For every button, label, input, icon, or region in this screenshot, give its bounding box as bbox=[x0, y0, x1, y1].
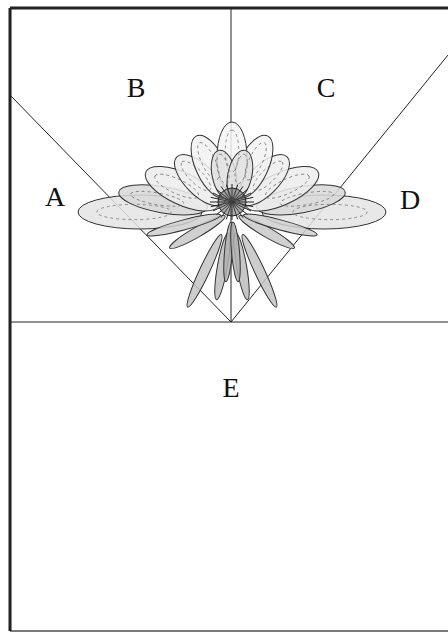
petal-vein bbox=[194, 140, 223, 183]
region-letter: D bbox=[400, 186, 420, 214]
petal-vein bbox=[279, 188, 334, 209]
petal-vein bbox=[233, 153, 250, 185]
petal bbox=[146, 210, 222, 239]
petal bbox=[183, 233, 226, 310]
petal-vein bbox=[262, 170, 312, 203]
petal-vein bbox=[249, 157, 287, 195]
divider-left-diagonal bbox=[10, 95, 231, 322]
flower-center bbox=[218, 188, 246, 216]
region-lines bbox=[10, 8, 448, 631]
petal bbox=[242, 210, 318, 239]
petal-vein bbox=[214, 153, 231, 185]
petal bbox=[229, 222, 242, 282]
frame bbox=[11, 8, 448, 631]
petal-vein bbox=[177, 157, 215, 195]
petal-vein bbox=[293, 204, 367, 219]
petal-vein bbox=[152, 170, 202, 203]
petal-vein bbox=[130, 188, 185, 209]
frame-left bbox=[9, 8, 12, 631]
frame-top bbox=[10, 7, 448, 10]
petal-vein bbox=[97, 204, 171, 219]
region-letter: E bbox=[222, 374, 239, 402]
region-letter: C bbox=[317, 74, 336, 102]
divider-horizontal bbox=[10, 322, 448, 323]
flower-illustration bbox=[78, 122, 386, 309]
petal-vein bbox=[241, 140, 270, 183]
region-letter: A bbox=[45, 183, 65, 211]
petal bbox=[238, 233, 281, 310]
region-letter: B bbox=[127, 74, 146, 102]
